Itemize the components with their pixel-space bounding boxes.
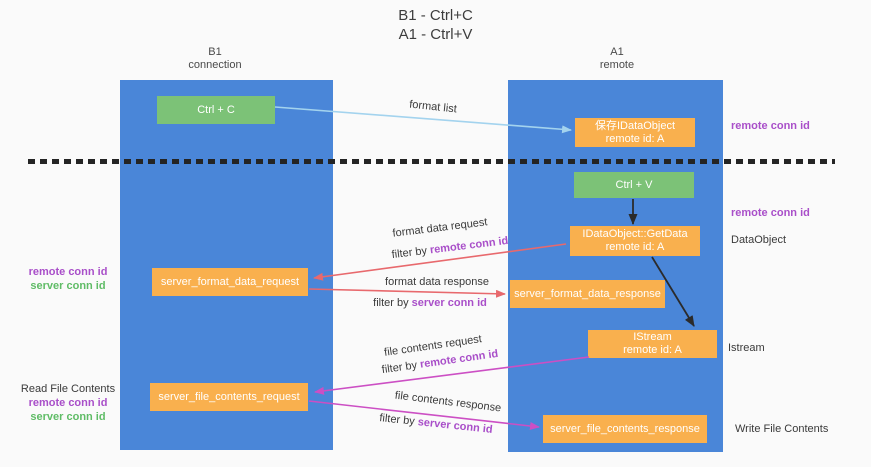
remote-conn-id-annotation-top-right: remote conn id [731,120,810,132]
node-server-format-data-response-label: server_format_data_response [514,287,661,300]
node-istream: IStream remote id: A [588,330,717,358]
diagram-title: B1 - Ctrl+C A1 - Ctrl+V [0,6,871,44]
node-idataobject-getdata-line1: IDataObject::GetData [582,228,688,240]
server-conn-id-key: server conn id [411,297,487,309]
node-ctrl-v-label: Ctrl + V [615,178,653,191]
node-istream-line1: IStream [633,331,672,343]
node-ctrl-c: Ctrl + C [157,96,275,124]
left-column-name: B1 [208,46,222,58]
node-idataobject-getdata-line2: remote id: A [605,241,665,253]
right-column-name: A1 [610,46,624,58]
dataobject-annotation: DataObject [731,234,787,246]
left-conn-id-annotations: remote conn id server conn id [20,265,116,293]
remote-conn-id-annotation-bottom-left: remote conn id [28,397,108,409]
left-column-header: B1 connection [165,46,265,72]
file-contents-response-filter-label: filter by server conn id [379,412,493,436]
filter-by-text: filter by [373,297,412,309]
file-contents-response-label: file contents response [394,389,502,415]
istream-annotation: Istream [728,342,765,354]
filter-by-text: filter by [391,244,431,262]
format-data-request-label: format data request [391,216,489,240]
remote-conn-id-annotation-left: remote conn id [28,266,108,278]
node-save-idataobject-line2: remote id: A [605,132,665,145]
server-conn-id-annotation-bottom-left: server conn id [30,411,106,423]
node-idataobject-getdata: IDataObject::GetData remote id: A [570,226,700,256]
node-server-format-data-request-label: server_format_data_request [160,275,300,288]
server-conn-id-annotation-left: server conn id [30,280,106,292]
node-ctrl-v: Ctrl + V [574,172,694,198]
node-save-idataobject-line1: 保存IDataObject [594,119,676,132]
format-data-response-arrow [308,288,506,298]
format-list-label: format list [408,98,458,116]
left-column-role: connection [188,59,242,71]
remote-conn-id-key: remote conn id [429,234,509,257]
node-save-idataobject: 保存IDataObject remote id: A [575,118,695,147]
filter-by-text: filter by [378,412,419,429]
node-server-file-contents-response-label: server_file_contents_response [550,422,700,435]
phase-separator-dashed-line [28,159,835,164]
node-server-format-data-request: server_format_data_request [152,268,308,296]
format-data-response-filter-label: filter by server conn id [373,297,487,309]
title-line-2: A1 - Ctrl+V [398,26,473,43]
read-file-contents-annotations: Read File Contents remote conn id server… [16,382,120,424]
title-line-1: B1 - Ctrl+C [398,7,473,24]
read-file-contents-annotation: Read File Contents [20,383,116,395]
remote-conn-id-annotation-mid-right: remote conn id [731,207,810,219]
node-server-format-data-response: server_format_data_response [510,280,665,308]
right-column-role: remote [599,59,635,71]
filter-by-text: filter by [381,358,421,377]
format-data-response-label: format data response [385,276,489,288]
format-data-request-filter-label: filter by remote conn id [391,235,509,261]
node-server-file-contents-request: server_file_contents_request [150,383,308,411]
node-ctrl-c-label: Ctrl + C [197,103,235,116]
node-server-file-contents-response: server_file_contents_response [543,415,707,443]
right-column-header: A1 remote [567,46,667,72]
node-server-file-contents-request-label: server_file_contents_request [158,390,300,403]
node-istream-line2: remote id: A [623,344,682,356]
server-conn-id-key: server conn id [417,416,494,436]
write-file-contents-annotation: Write File Contents [735,423,829,435]
